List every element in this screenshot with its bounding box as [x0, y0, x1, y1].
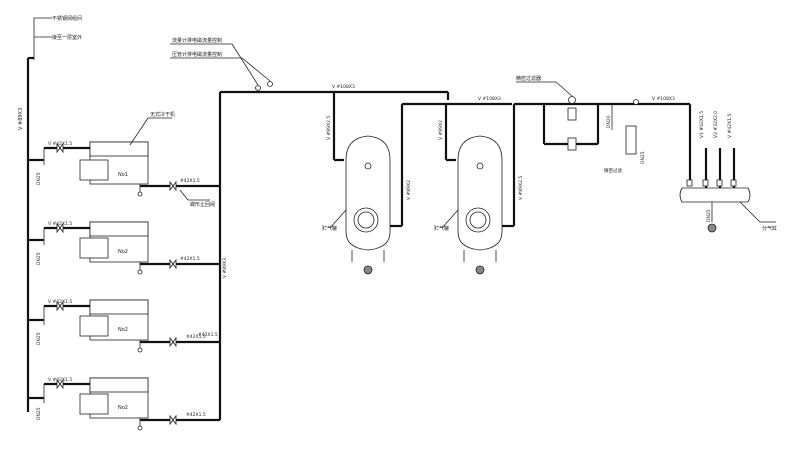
compressor-2-out-label: #42X1.5	[180, 256, 200, 262]
distributor-drain-label: DN25	[706, 209, 712, 222]
filter-group: 精密过滤器 V #108X3 DN20 DN25 精密过滤	[514, 75, 690, 174]
precise-filter-label: 精密过滤	[604, 167, 622, 174]
receiver-tank-2: V #89X2 贮气罐 V #89X2.5 V #108X3	[434, 96, 524, 275]
compressor-4-id: No2	[118, 405, 128, 411]
valve-icon	[686, 179, 693, 187]
tank-2-body	[457, 135, 503, 251]
valve-icon	[56, 222, 64, 234]
receiver-tank-1: V #89X2.5 贮气罐 V #89X2	[322, 92, 512, 275]
valve-icon	[56, 142, 64, 154]
filter-label: 精密过滤器	[516, 75, 541, 82]
collector-42-label: #42X1.5	[198, 332, 218, 338]
motor-icon	[79, 159, 109, 181]
note-outdoor: 接至一层室外	[52, 34, 82, 41]
branch-2-label: V2 #32X2.0	[713, 111, 719, 138]
compressor-branch-2: V #42X1.5 DN25 No2 #42X1.5	[28, 221, 220, 275]
distributor-label: 分气缸	[762, 225, 777, 232]
branch-1-label: V1 #42X1.5	[699, 111, 705, 138]
motor-icon	[79, 237, 109, 259]
valve-icon	[730, 179, 737, 187]
valve-label: 蝶形止回阀	[190, 201, 215, 208]
distributor: V1 #42X1.5 V2 #32X2.0 V #42X1.5 DN25 分气缸	[679, 104, 777, 233]
check-valve-icon	[169, 180, 177, 192]
filter-1-body	[567, 107, 577, 121]
dryer-label: 无式冷干机	[150, 111, 175, 118]
motor-icon	[79, 315, 109, 337]
compressor-2-pipe-label: V #42X1.5	[48, 221, 72, 227]
motor-icon	[79, 393, 109, 415]
compressor-1-out-label: #42X1.5	[180, 178, 200, 184]
pressure-gauge-icon	[267, 81, 273, 87]
valve-icon	[716, 179, 723, 187]
compressor-branch-4: V #42X1.5 DN25 No2 #42X1.5	[28, 377, 220, 431]
check-valve-icon	[169, 414, 177, 426]
check-valve-icon	[169, 258, 177, 270]
header-2-label: V #108X3	[478, 96, 501, 102]
tank-1-label: 贮气罐	[322, 225, 337, 232]
top-notes: 不锈钢阀组间 接至一层室外	[33, 15, 82, 60]
filter-1-icon	[568, 96, 576, 104]
drain-icon	[707, 223, 717, 233]
main-pipe-label: V #89X3	[18, 108, 24, 130]
drain-label: DN25	[36, 252, 42, 265]
tank-1-out-label: V #89X2	[406, 180, 412, 200]
check-valve-icon	[169, 336, 177, 348]
header-pipe: 流量计排电磁流量控制 压管计排电磁流量控制 V #108X3	[170, 37, 448, 94]
compressor-3-id: No2	[118, 327, 128, 333]
left-main-pipe: V #89X3	[18, 56, 34, 412]
collector-label: V #89X3	[222, 258, 228, 278]
compressor-1-id: No1	[118, 172, 128, 178]
tank-2-out-label: V #89X2.5	[518, 176, 524, 200]
precise-filter-body	[625, 125, 637, 155]
valve-icon	[56, 378, 64, 390]
gauge-icon	[476, 162, 484, 170]
gauge-icon	[364, 162, 372, 170]
compressor-4-out-label: #42X1.5	[186, 412, 206, 418]
tank-1-body	[345, 135, 391, 251]
filter-2-body	[567, 137, 577, 151]
collector-pipe: V #89X3 #42X1.5	[198, 92, 228, 420]
gauge-icon	[633, 99, 639, 105]
pressure-control-label: 压管计排电磁流量控制	[172, 51, 222, 58]
precise-drain-label: DN25	[640, 151, 646, 164]
compressor-2-id: No2	[118, 249, 128, 255]
compressor-4-pipe-label: V #42X1.5	[48, 377, 72, 383]
compressor-branch-1: V #42X1.5 DN25 No1 无式冷干机 #42X1.5 蝶形止回阀	[28, 111, 220, 208]
tank-1-in-label: V #89X2.5	[326, 116, 332, 140]
drain-icon	[475, 265, 485, 275]
compressor-1-pipe-label: V #42X1.5	[48, 141, 72, 147]
tank-2-in-label: V #89X2	[438, 120, 444, 140]
flow-control-label: 流量计排电磁流量控制	[172, 37, 222, 44]
valve-icon	[56, 300, 64, 312]
header-3-label: V #108X3	[652, 96, 675, 102]
drain-icon	[363, 265, 373, 275]
compressor-branch-3: V #42X1.5 DN25 No2 #42X1.5	[28, 299, 220, 353]
drain-label: DN25	[36, 407, 42, 420]
drain-label: DN25	[36, 332, 42, 345]
drain-label: DN25	[36, 172, 42, 185]
valve-icon	[702, 179, 709, 187]
flow-meter-icon	[255, 85, 261, 91]
header-pipe-label: V #108X3	[332, 84, 355, 90]
distributor-body	[679, 187, 751, 203]
tank-2-label: 贮气罐	[434, 225, 449, 232]
branch-3-label: V #42X1.5	[727, 114, 733, 138]
compressor-3-pipe-label: V #42X1.5	[48, 299, 72, 305]
note-valve-room: 不锈钢阀组间	[52, 15, 82, 22]
dn20-label: DN20	[606, 115, 612, 128]
compressor-3-out-label: #42X1.5	[186, 334, 206, 340]
